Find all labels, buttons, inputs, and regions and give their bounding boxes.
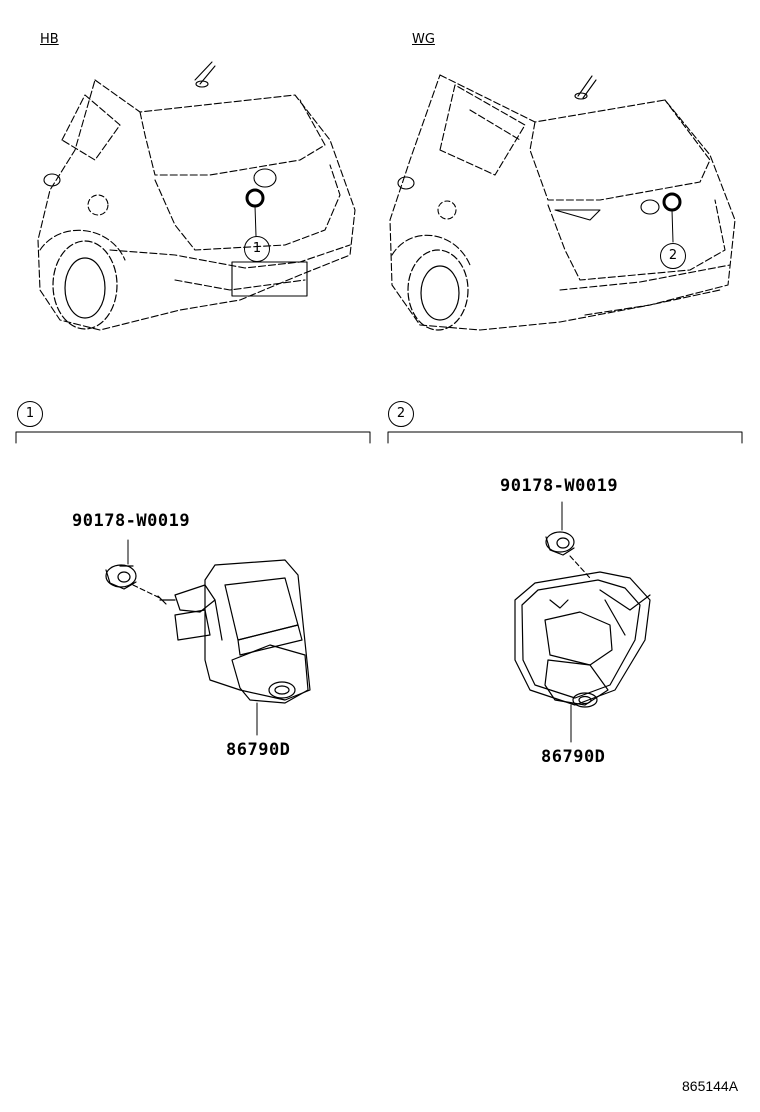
section-marker-1: 1 — [17, 401, 43, 427]
part-number-left-camera[interactable]: 86790D — [226, 740, 291, 760]
hatchback-details — [43, 61, 308, 297]
part-number-right-camera[interactable]: 86790D — [541, 747, 606, 767]
hatchback-camera-location-mark — [245, 188, 265, 208]
callout-1: 1 — [244, 236, 270, 262]
section-1-bracket — [15, 431, 371, 444]
callout-2: 2 — [660, 243, 686, 269]
right-camera-unit — [514, 571, 651, 708]
section-2-bracket — [387, 431, 743, 444]
diagram-code: 865144A — [682, 1078, 739, 1094]
left-bolt-nut — [105, 564, 137, 590]
wagon-camera-location-mark — [662, 192, 682, 212]
variant-label-wg: WG — [412, 32, 435, 47]
variant-label-hb: HB — [40, 32, 59, 47]
hatchback-wheel — [52, 240, 118, 330]
section-marker-2: 2 — [388, 401, 414, 427]
right-bolt-nut — [545, 531, 575, 556]
left-bolt-leader — [132, 584, 161, 599]
wagon-details — [397, 75, 660, 221]
wagon-car-illustration — [389, 74, 736, 331]
part-number-right-bolt[interactable]: 90178-W0019 — [500, 476, 619, 496]
part-number-left-bolt[interactable]: 90178-W0019 — [72, 511, 191, 531]
hatchback-car-illustration — [37, 79, 356, 331]
wagon-wheel — [407, 249, 469, 331]
left-camera-unit — [157, 559, 311, 704]
